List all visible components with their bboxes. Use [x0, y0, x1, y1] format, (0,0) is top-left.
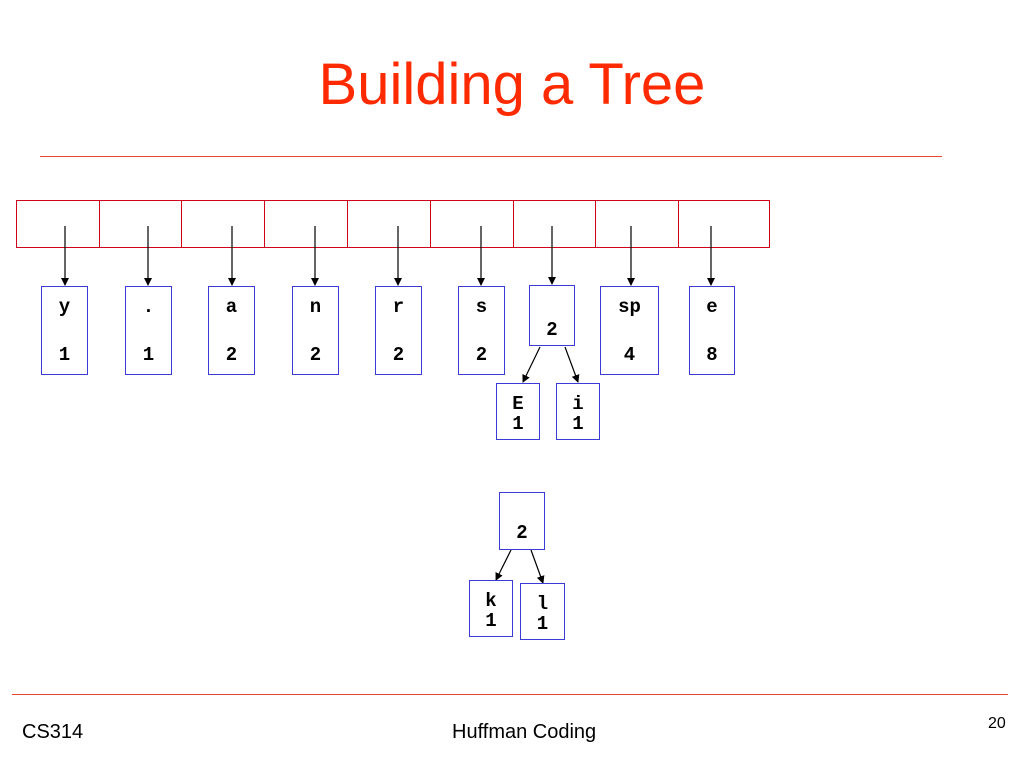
node-count: 4	[623, 344, 636, 366]
node-count: 2	[546, 319, 558, 341]
node-symbol: i	[572, 393, 584, 415]
node-count: 1	[485, 610, 497, 632]
tree-node-internal: 2	[529, 285, 575, 346]
array-cell-divider	[595, 201, 596, 247]
node-count: 1	[512, 413, 524, 435]
node-count: 8	[706, 344, 718, 366]
node-symbol: r	[392, 296, 405, 318]
array-cell-divider	[513, 201, 514, 247]
node-symbol: e	[706, 296, 718, 318]
node-symbol: a	[225, 296, 238, 318]
tree-node-space: sp 4	[600, 286, 659, 375]
queue-array	[16, 200, 770, 248]
tree-node-r: r 2	[375, 286, 422, 375]
node-symbol: E	[512, 393, 524, 415]
tree-node-n: n 2	[292, 286, 339, 375]
tree-edge	[522, 346, 541, 383]
node-symbol: s	[475, 296, 488, 318]
node-symbol: n	[309, 296, 322, 318]
node-count: 1	[58, 344, 71, 366]
node-symbol: sp	[618, 296, 641, 318]
array-cell-divider	[99, 201, 100, 247]
node-symbol: y	[58, 296, 71, 318]
tree-edge	[495, 549, 512, 581]
array-cell-divider	[181, 201, 182, 247]
node-count: 1	[142, 344, 155, 366]
node-count: 2	[516, 522, 528, 544]
footer-course: CS314	[22, 721, 84, 743]
slide-title: Building a Tree	[318, 52, 706, 117]
node-count: 1	[572, 413, 584, 435]
array-cell-divider	[264, 201, 265, 247]
tree-node-k: k 1	[469, 580, 513, 637]
tree-node-a: a 2	[208, 286, 255, 375]
tree-node-e: e 8	[689, 286, 735, 375]
tree-node-l: l 1	[520, 583, 565, 640]
tree-node-s: s 2	[458, 286, 505, 375]
node-symbol: l	[536, 593, 549, 615]
footer-divider	[12, 694, 1008, 695]
array-cell-divider	[430, 201, 431, 247]
page-number: 20	[988, 715, 1006, 732]
title-divider	[40, 156, 942, 157]
tree-node-i: i 1	[556, 383, 600, 440]
node-symbol: k	[485, 590, 497, 612]
node-count: 2	[475, 344, 488, 366]
tree-node-internal-new: 2	[499, 492, 545, 550]
node-count: 2	[392, 344, 405, 366]
node-symbol: .	[142, 296, 155, 318]
tree-edge	[564, 346, 580, 383]
array-cell-divider	[678, 201, 679, 247]
footer-topic: Huffman Coding	[452, 721, 597, 743]
node-count: 2	[225, 344, 238, 366]
tree-node-E: E 1	[496, 383, 540, 440]
node-count: 2	[309, 344, 322, 366]
tree-edge	[530, 549, 545, 584]
array-cell-divider	[347, 201, 348, 247]
tree-node-period: . 1	[125, 286, 172, 375]
node-count: 1	[536, 613, 549, 635]
tree-node-y: y 1	[41, 286, 88, 375]
